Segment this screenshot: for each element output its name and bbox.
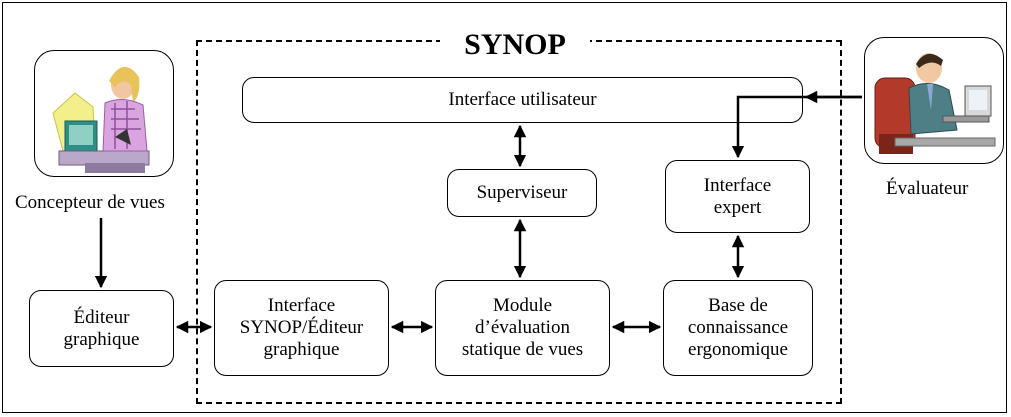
knowledge-base-box: Base de connaissance ergonomique (663, 280, 813, 376)
supervisor-box: Superviseur (447, 169, 597, 217)
outer-frame (2, 2, 1007, 413)
graphic-editor-box: Éditeur graphique (29, 290, 174, 367)
evaluator-image (864, 37, 1004, 164)
expert-interface-box: Interface expert (665, 160, 810, 233)
synop-editor-interface-box: Interface SYNOP/Éditeur graphique (214, 280, 389, 376)
woman-at-computer-icon (52, 66, 150, 173)
user-interface-box: Interface utilisateur (242, 77, 803, 123)
evaluator-label: Évaluateur (886, 178, 969, 199)
man-at-computer-icon (874, 53, 996, 154)
synop-title: SYNOP (440, 28, 590, 62)
designer-label: Concepteur de vues (15, 192, 165, 213)
evaluation-module-box: Module d’évaluation statique de vues (435, 280, 610, 376)
arrow-evaluator-expert (731, 95, 862, 159)
designer-image (34, 50, 174, 177)
